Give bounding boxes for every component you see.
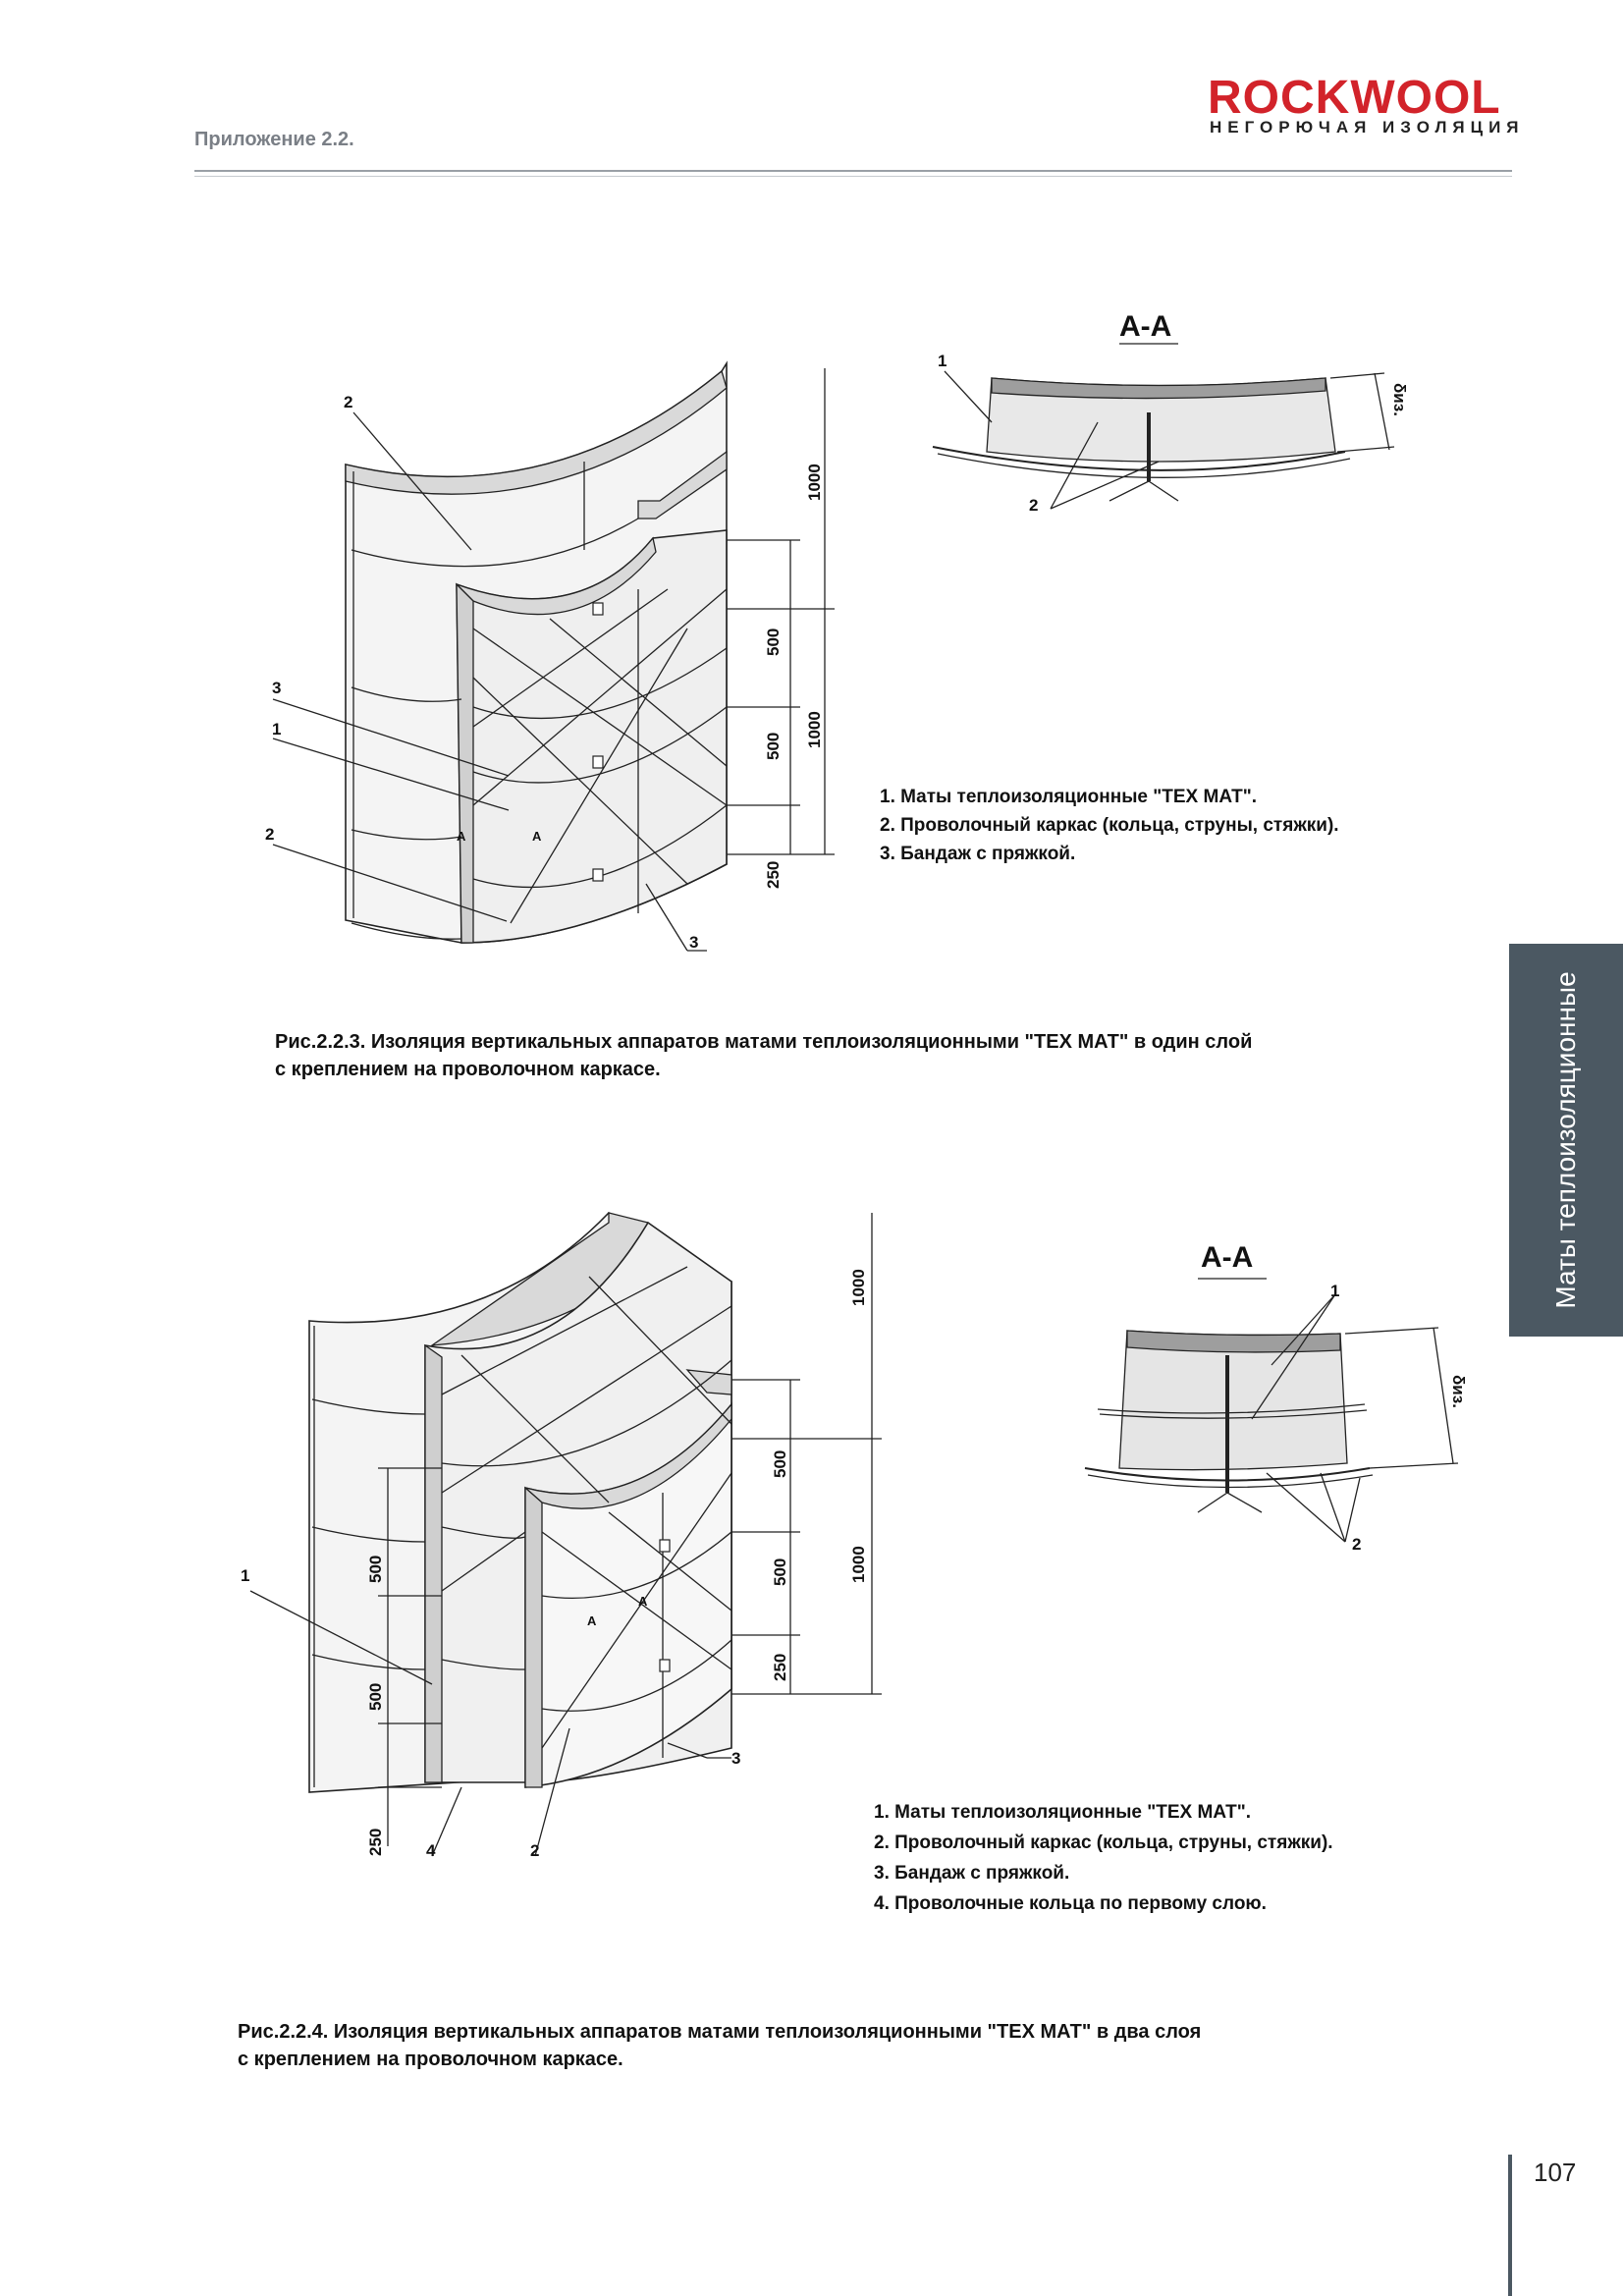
fig1-callout-3: 3	[272, 679, 281, 697]
fig2-caption: Рис.2.2.4. Изоляция вертикальных аппарат…	[238, 2018, 1201, 2073]
fig1-section-title: А-А	[1119, 310, 1171, 343]
side-tab-label: Маты теплоизоляционные	[1550, 971, 1581, 1309]
header-rule-thin	[194, 176, 1512, 177]
fig2-dim-1000-top: 1000	[849, 1269, 868, 1306]
side-tab: Маты теплоизоляционные	[1509, 944, 1623, 1337]
fig2-section-mark-left: А	[587, 1613, 597, 1628]
fig2-callout-1: 1	[241, 1566, 249, 1585]
fig2-callout-4: 4	[426, 1841, 436, 1860]
fig1-callout-2-top: 2	[344, 393, 352, 411]
fig2-section-mark-right: А	[638, 1594, 648, 1609]
fig2-dim-500-b: 500	[771, 1558, 789, 1586]
fig2-dim-1000-bottom: 1000	[849, 1546, 868, 1583]
fig1-section-callout-2: 2	[1029, 496, 1038, 515]
fig1-legend-item: 1. Маты теплоизоляционные "ТЕХ МАТ".	[880, 787, 1257, 807]
fig2-legend-item: 3. Бандаж с пряжкой.	[874, 1863, 1070, 1884]
fig1-callout-3-bottom: 3	[689, 933, 698, 952]
header-rule	[194, 170, 1512, 172]
fig2-thickness-label: δиз.	[1449, 1375, 1468, 1408]
fig2-legend-item: 2. Проволочный каркас (кольца, струны, с…	[874, 1832, 1333, 1853]
page-number-bar	[1508, 2155, 1512, 2296]
fig1-legend-item: 2. Проволочный каркас (кольца, струны, с…	[880, 815, 1339, 836]
fig1-dim-500-b: 500	[764, 733, 783, 760]
fig1-section-mark-right: А	[532, 829, 542, 844]
fig1-section-callout-1: 1	[938, 352, 947, 370]
fig1-thickness-label: δиз.	[1390, 383, 1409, 416]
figure2-drawing: 1 4 2 3 А А 1000 500 500 1000 250 500 50…	[241, 1211, 882, 1860]
brand-logo: ROCKWOOL	[1208, 72, 1501, 124]
page-number: 107	[1534, 2158, 1577, 2187]
brand-tagline: НЕГОРЮЧАЯ ИЗОЛЯЦИЯ	[1210, 118, 1525, 137]
fig2-caption-line: с креплением на проволочном каркасе.	[238, 2049, 623, 2070]
fig1-callout-2-bottom: 2	[265, 825, 274, 844]
appendix-label: Приложение 2.2.	[194, 129, 354, 150]
fig1-dim-250: 250	[764, 861, 783, 889]
fig1-dim-500-a: 500	[764, 629, 783, 656]
fig2-callout-3: 3	[731, 1749, 740, 1768]
fig2-callout-2: 2	[530, 1841, 539, 1860]
fig2-caption-line: Рис.2.2.4. Изоляция вертикальных аппарат…	[238, 2021, 1202, 2043]
fig2-dim-250-left: 250	[366, 1829, 385, 1856]
figure2-section-aa: А-А 1 2 δиз.	[1084, 1241, 1468, 1554]
fig2-legend-item: 1. Маты теплоизоляционные "ТЕХ МАТ".	[874, 1802, 1251, 1823]
fig1-caption-line: Рис.2.2.3. Изоляция вертикальных аппарат…	[275, 1031, 1253, 1053]
fig1-dim-1000-bottom: 1000	[805, 711, 824, 748]
fig2-legend: 1. Маты теплоизоляционные "ТЕХ МАТ". 2. …	[874, 1797, 1333, 1919]
figure1-drawing: 2 3 1 2 3 А А 1000 500 500 1000 250	[265, 360, 835, 952]
fig2-section-callout-1: 1	[1330, 1282, 1339, 1300]
fig1-legend-item: 3. Бандаж с пряжкой.	[880, 844, 1076, 864]
fig2-legend-item: 4. Проволочные кольца по первому слою.	[874, 1893, 1267, 1914]
fig2-dim-500-a: 500	[771, 1450, 789, 1478]
fig1-caption-line: с креплением на проволочном каркасе.	[275, 1059, 661, 1080]
fig2-section-title: А-А	[1201, 1241, 1253, 1274]
figure1-section-aa: А-А 1 2 δиз.	[932, 310, 1409, 515]
fig1-legend: 1. Маты теплоизоляционные "ТЕХ МАТ". 2. …	[880, 783, 1339, 868]
fig1-section-mark-left: А	[457, 829, 466, 844]
fig1-caption: Рис.2.2.3. Изоляция вертикальных аппарат…	[275, 1028, 1252, 1083]
fig1-dim-1000-top: 1000	[805, 464, 824, 501]
fig1-callout-1: 1	[272, 720, 281, 738]
fig2-dim-500-left-b: 500	[366, 1683, 385, 1711]
fig2-section-callout-2: 2	[1352, 1535, 1361, 1554]
fig2-dim-500-left-a: 500	[366, 1556, 385, 1583]
fig2-dim-250-right: 250	[771, 1654, 789, 1681]
